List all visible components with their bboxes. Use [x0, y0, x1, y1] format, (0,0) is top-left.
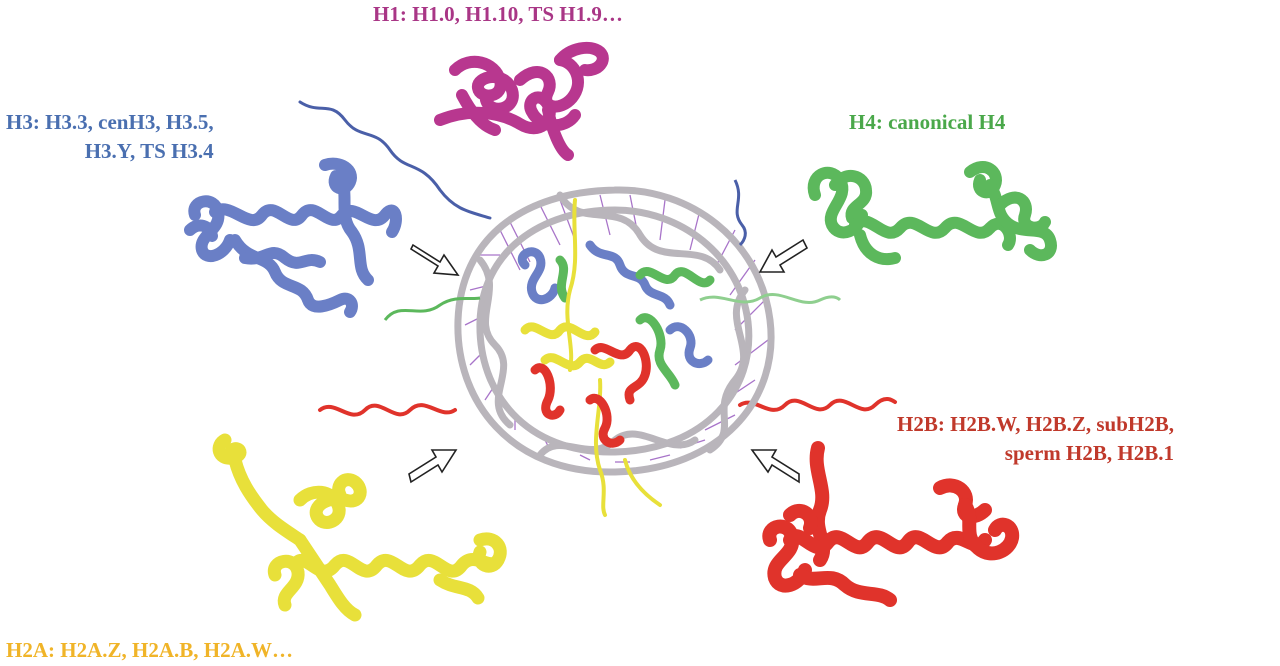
h3-label: H3: H3.3, cenH3, H3.5, H3.Y, TS H3.4 [6, 108, 214, 166]
h4-label-text: H4: canonical H4 [849, 110, 1006, 134]
h4-tail-left [383, 296, 481, 321]
h2b-label: H2B: H2B.W, H2B.Z, subH2B, sperm H2B, H2… [897, 410, 1174, 468]
arrow-h4 [758, 238, 809, 273]
h3-protein [184, 100, 492, 318]
octamer-h3 [517, 247, 560, 305]
h2a-protein [212, 403, 507, 622]
h3-label-line1: H3: H3.3, cenH3, H3.5, [6, 110, 214, 134]
h3-label-line2: H3.Y, TS H3.4 [84, 139, 214, 163]
octamer-h2a-5 [623, 458, 662, 507]
octamer-h2b [590, 342, 651, 405]
h1-label-text: H1: H1.0, H1.10, TS H1.9… [373, 2, 623, 26]
h2b-label-line1: H2B: H2B.W, H2B.Z, subH2B, [897, 412, 1174, 436]
octamer-h2a-3 [565, 198, 578, 372]
arrow-h3 [409, 243, 460, 276]
h2a-label-text: H2A: H2A.Z, H2A.B, H2A.W… [6, 638, 294, 662]
h2b-label-line2: sperm H2B, H2B.1 [1004, 441, 1174, 465]
nucleosome-core [383, 179, 842, 517]
h2b-protein [738, 397, 1020, 607]
h4-label: H4: canonical H4 [849, 108, 1005, 137]
octamer-h4-3 [555, 255, 570, 303]
octamer-h4-2 [635, 313, 680, 390]
octamer-h2a [520, 322, 600, 340]
octamer-h3-3 [665, 322, 713, 368]
h3-tail-right [733, 179, 747, 247]
octamer-h2a-2 [540, 353, 615, 371]
octamer-h4 [635, 267, 715, 288]
arrow-h2b [750, 449, 800, 484]
h2a-label: H2A: H2A.Z, H2A.B, H2A.W… [6, 636, 293, 665]
octamer-h2b-3 [585, 393, 625, 448]
octamer-h2b-2 [530, 363, 565, 420]
h4-protein [807, 161, 1057, 265]
h1-label: H1: H1.0, H1.10, TS H1.9… [373, 0, 623, 29]
h1-protein [434, 41, 609, 161]
octamer-h3-2 [585, 240, 675, 310]
arrow-h2a [408, 449, 458, 484]
arrows [408, 238, 809, 484]
dna-backbone [454, 186, 775, 476]
h4-tail-right [699, 293, 842, 304]
